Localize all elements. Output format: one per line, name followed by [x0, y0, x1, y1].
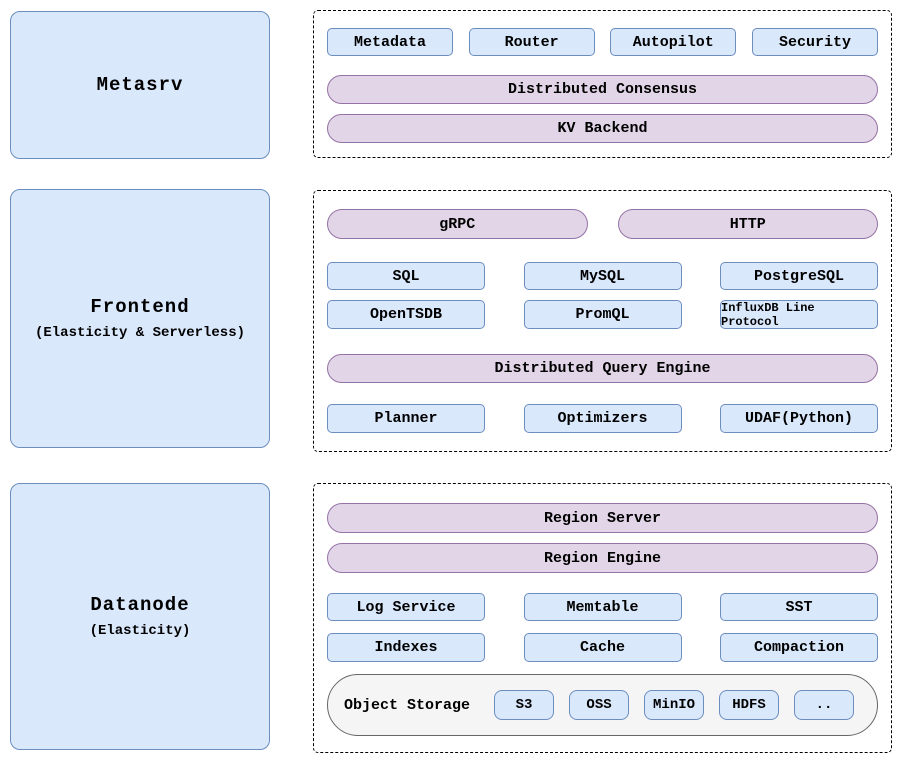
node-autopilot: Autopilot	[610, 28, 737, 56]
frontend-engine-components-row: Planner Optimizers UDAF(Python)	[327, 404, 878, 433]
node-cache: Cache	[523, 633, 682, 662]
node-optimizers: Optimizers	[523, 404, 682, 433]
node-minio: MinIO	[644, 690, 705, 720]
object-storage-backends: S3 OSS MinIO HDFS ..	[494, 690, 855, 720]
frontend-protocol-layers-row: gRPC HTTP	[327, 209, 878, 239]
datanode-subtitle: (Elasticity)	[89, 623, 191, 639]
datanode-components-row1: Log Service Memtable SST	[327, 593, 878, 621]
node-security: Security	[751, 28, 878, 56]
node-s3: S3	[494, 690, 555, 720]
datanode-title: Datanode	[90, 594, 190, 616]
node-sst: SST	[720, 593, 878, 621]
datanode-section-box: Datanode (Elasticity)	[10, 483, 270, 750]
layer-region-engine: Region Engine	[327, 543, 878, 573]
node-metadata: Metadata	[327, 28, 453, 56]
node-opentsdb: OpenTSDB	[327, 300, 485, 329]
node-other-storage: ..	[794, 690, 855, 720]
metasrv-panel: Metadata Router Autopilot Security Distr…	[313, 10, 892, 158]
frontend-protocols-row2: OpenTSDB PromQL InfluxDB Line Protocol	[327, 300, 878, 329]
metasrv-section-box: Metasrv	[10, 11, 270, 159]
layer-grpc: gRPC	[327, 209, 588, 239]
frontend-protocols-row1: SQL MySQL PostgreSQL	[327, 262, 878, 290]
layer-region-server: Region Server	[327, 503, 878, 533]
datanode-panel: Region Server Region Engine Log Service …	[313, 483, 892, 753]
layer-distributed-consensus: Distributed Consensus	[327, 75, 878, 104]
node-mysql: MySQL	[523, 262, 682, 290]
frontend-subtitle: (Elasticity & Serverless)	[34, 325, 246, 341]
node-postgresql: PostgreSQL	[720, 262, 878, 290]
node-memtable: Memtable	[523, 593, 682, 621]
node-planner: Planner	[327, 404, 485, 433]
layer-distributed-query-engine: Distributed Query Engine	[327, 354, 878, 383]
node-oss: OSS	[569, 690, 630, 720]
frontend-section-box: Frontend (Elasticity & Serverless)	[10, 189, 270, 448]
node-influxdb-line-protocol: InfluxDB Line Protocol	[720, 300, 878, 329]
layer-kv-backend: KV Backend	[327, 114, 878, 143]
node-compaction: Compaction	[720, 633, 878, 662]
datanode-components-row2: Indexes Cache Compaction	[327, 633, 878, 662]
metasrv-components-row: Metadata Router Autopilot Security	[327, 28, 878, 56]
object-storage-label: Object Storage	[344, 696, 471, 714]
frontend-panel: gRPC HTTP SQL MySQL PostgreSQL OpenTSDB …	[313, 190, 892, 452]
node-router: Router	[468, 28, 595, 56]
metasrv-title: Metasrv	[96, 74, 184, 96]
node-promql: PromQL	[523, 300, 682, 329]
node-udaf-python: UDAF(Python)	[720, 404, 878, 433]
object-storage-container: Object Storage S3 OSS MinIO HDFS ..	[327, 674, 878, 736]
node-hdfs: HDFS	[719, 690, 780, 720]
node-indexes: Indexes	[327, 633, 485, 662]
frontend-title: Frontend	[90, 296, 190, 318]
layer-http: HTTP	[617, 209, 878, 239]
node-log-service: Log Service	[327, 593, 485, 621]
node-sql: SQL	[327, 262, 485, 290]
